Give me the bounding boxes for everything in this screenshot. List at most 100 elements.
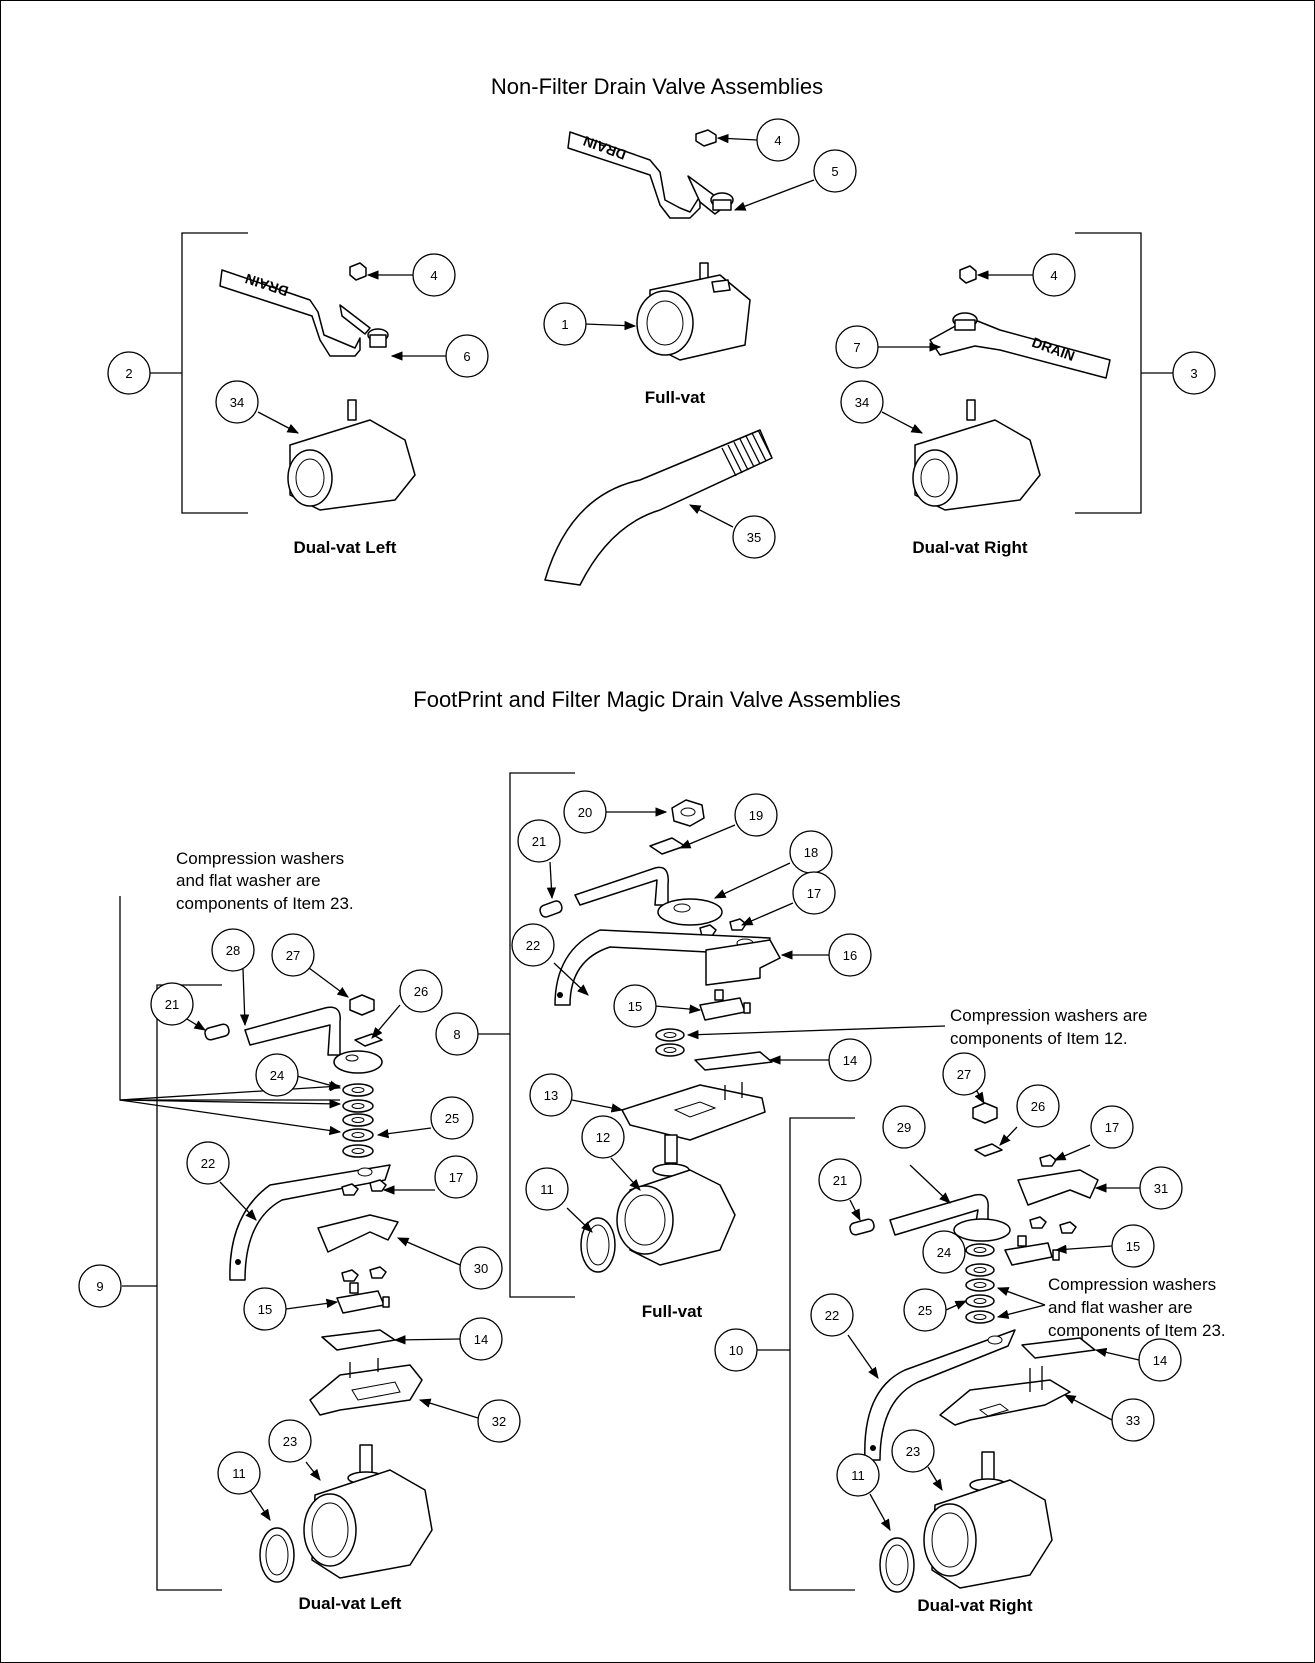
drain-pipe xyxy=(544,429,773,586)
svg-text:9: 9 xyxy=(96,1279,103,1294)
full-vat-handle: DRAIN xyxy=(567,131,734,219)
svg-text:31: 31 xyxy=(1154,1181,1168,1196)
bracket-left xyxy=(150,232,248,514)
callout-26: 26 xyxy=(1016,1084,1060,1128)
svg-text:11: 11 xyxy=(232,1466,246,1481)
callout-11: 11 xyxy=(836,1453,880,1497)
dual-right-exploded xyxy=(849,1102,1099,1593)
callout-32: 32 xyxy=(477,1399,521,1443)
full-vat-exploded xyxy=(539,799,781,1273)
svg-text:27: 27 xyxy=(286,948,300,963)
bracket-dual-right xyxy=(757,1117,855,1591)
callout-1: 1 xyxy=(543,302,587,346)
callout-27: 27 xyxy=(942,1052,986,1096)
svg-text:14: 14 xyxy=(843,1053,857,1068)
svg-text:7: 7 xyxy=(853,340,860,355)
svg-text:24: 24 xyxy=(937,1245,951,1260)
note-center: Compression washers are components of It… xyxy=(950,1006,1147,1048)
callout-25: 25 xyxy=(903,1288,947,1332)
svg-text:4: 4 xyxy=(1050,268,1057,283)
nut-icon xyxy=(349,262,367,281)
svg-text:20: 20 xyxy=(578,805,592,820)
callout-11: 11 xyxy=(217,1451,261,1495)
callout-26: 26 xyxy=(399,969,443,1013)
svg-text:1: 1 xyxy=(561,317,568,332)
svg-text:6: 6 xyxy=(463,349,470,364)
svg-text:Compression washers: Compression washers xyxy=(1048,1275,1216,1294)
svg-text:11: 11 xyxy=(540,1182,554,1197)
callout-17: 17 xyxy=(792,871,836,915)
label-top-dual-left: Dual-vat Left xyxy=(294,538,397,557)
callout-33: 33 xyxy=(1111,1398,1155,1442)
svg-text:4: 4 xyxy=(774,133,781,148)
callout-22: 22 xyxy=(511,923,555,967)
label-bottom-dual-left: Dual-vat Left xyxy=(299,1594,402,1613)
callout-9: 9 xyxy=(78,1264,122,1308)
svg-text:30: 30 xyxy=(474,1261,488,1276)
callout-24: 24 xyxy=(255,1053,299,1097)
callout-22: 22 xyxy=(810,1293,854,1337)
section-title-non-filter: Non-Filter Drain Valve Assemblies xyxy=(491,74,823,99)
svg-text:4: 4 xyxy=(430,268,437,283)
svg-text:25: 25 xyxy=(918,1303,932,1318)
svg-text:26: 26 xyxy=(414,984,428,999)
callout-28: 28 xyxy=(211,928,255,972)
svg-text:34: 34 xyxy=(855,395,869,410)
svg-text:15: 15 xyxy=(258,1302,272,1317)
svg-text:23: 23 xyxy=(906,1444,920,1459)
svg-text:23: 23 xyxy=(283,1434,297,1449)
svg-text:8: 8 xyxy=(453,1027,460,1042)
dual-left-handle: DRAIN xyxy=(219,269,389,357)
svg-text:17: 17 xyxy=(1105,1120,1119,1135)
svg-text:14: 14 xyxy=(474,1332,488,1347)
svg-text:Compression washers are: Compression washers are xyxy=(950,1006,1147,1025)
callout-24: 24 xyxy=(922,1230,966,1274)
callout-14: 14 xyxy=(459,1317,503,1361)
svg-text:27: 27 xyxy=(957,1067,971,1082)
svg-text:21: 21 xyxy=(532,834,546,849)
callout-20: 20 xyxy=(563,790,607,834)
svg-text:28: 28 xyxy=(226,943,240,958)
svg-text:Compression washers: Compression washers xyxy=(176,849,344,868)
callout-21: 21 xyxy=(517,819,561,863)
callout-17: 17 xyxy=(434,1155,478,1199)
svg-text:18: 18 xyxy=(804,845,818,860)
svg-text:components of Item 23.: components of Item 23. xyxy=(1048,1321,1226,1340)
nut-icon xyxy=(695,129,717,147)
svg-text:components of Item 23.: components of Item 23. xyxy=(176,894,354,913)
dual-right-valve-body xyxy=(912,399,1041,511)
bracket-dual-left xyxy=(122,984,222,1591)
callout-22: 22 xyxy=(186,1141,230,1185)
svg-text:24: 24 xyxy=(270,1068,284,1083)
svg-text:16: 16 xyxy=(843,948,857,963)
callout-25: 25 xyxy=(430,1096,474,1140)
svg-text:17: 17 xyxy=(449,1170,463,1185)
callout-17: 17 xyxy=(1090,1105,1134,1149)
callout-5: 5 xyxy=(813,149,857,193)
callout-4: 4 xyxy=(412,253,456,297)
bracket-full-vat xyxy=(478,772,575,1298)
dual-left-valve-body xyxy=(287,399,416,511)
callout-15: 15 xyxy=(243,1287,287,1331)
svg-text:13: 13 xyxy=(544,1088,558,1103)
callout-35: 35 xyxy=(732,515,776,559)
callout-16: 16 xyxy=(828,933,872,977)
dual-right-handle: DRAIN xyxy=(929,312,1111,379)
callout-2: 2 xyxy=(107,351,151,395)
callout-14: 14 xyxy=(1138,1338,1182,1382)
callout-4: 4 xyxy=(1032,253,1076,297)
callout-14: 14 xyxy=(828,1038,872,1082)
callout-8: 8 xyxy=(435,1012,479,1056)
callout-21: 21 xyxy=(818,1158,862,1202)
label-top-full-vat: Full-vat xyxy=(645,388,706,407)
svg-text:22: 22 xyxy=(825,1308,839,1323)
callout-31: 31 xyxy=(1139,1166,1183,1210)
callout-34: 34 xyxy=(840,380,884,424)
section-title-footprint: FootPrint and Filter Magic Drain Valve A… xyxy=(413,687,900,712)
svg-text:5: 5 xyxy=(831,164,838,179)
callout-23: 23 xyxy=(891,1429,935,1473)
svg-text:34: 34 xyxy=(230,395,244,410)
callout-3: 3 xyxy=(1172,351,1216,395)
callout-12: 12 xyxy=(581,1115,625,1159)
bracket-right xyxy=(1075,232,1173,514)
